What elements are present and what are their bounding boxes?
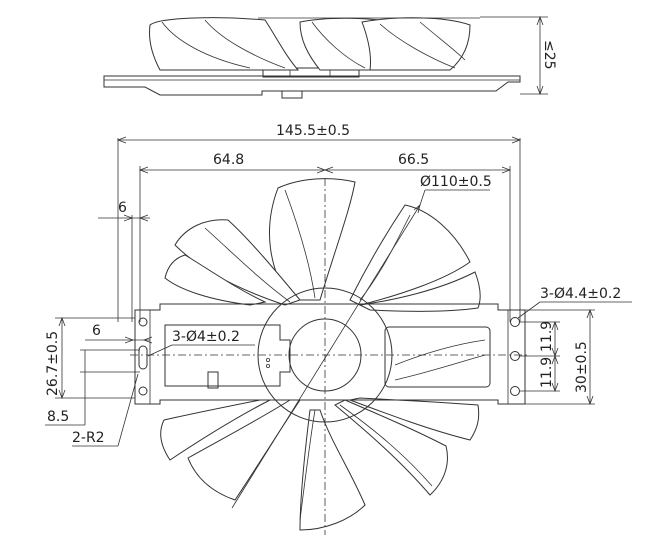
slot-offset-label: 6 <box>92 323 101 339</box>
left-vertical-label: 26.7±0.5 <box>45 331 61 396</box>
overall-width-label: 145.5±0.5 <box>276 123 350 139</box>
right-pitch-upper-label: 11.9 <box>539 321 555 352</box>
right-holes-label: 3-Ø4.4±0.2 <box>540 286 621 302</box>
center-to-right-label: 66.5 <box>398 152 429 168</box>
dimensions: 145.5±0.5 64.8 66.5 Ø110±0.5 6 6 26.7±0.… <box>45 123 632 447</box>
right-vertical-label: 30±0.5 <box>574 341 590 393</box>
fan-diameter-label: Ø110±0.5 <box>420 174 492 190</box>
side-view: ≤25 <box>103 15 557 99</box>
height-dimension-label: ≤25 <box>541 40 557 70</box>
corner-radius-label: 2-R2 <box>72 430 105 446</box>
left-holes-label: 3-Ø4±0.2 <box>172 329 240 345</box>
right-pitch-lower-label: 11.9 <box>539 357 555 388</box>
hole-offset-label: 6 <box>118 200 127 216</box>
front-view <box>130 178 530 535</box>
left-to-center-label: 64.8 <box>213 152 244 168</box>
left-pitch-label: 8.5 <box>47 409 69 425</box>
